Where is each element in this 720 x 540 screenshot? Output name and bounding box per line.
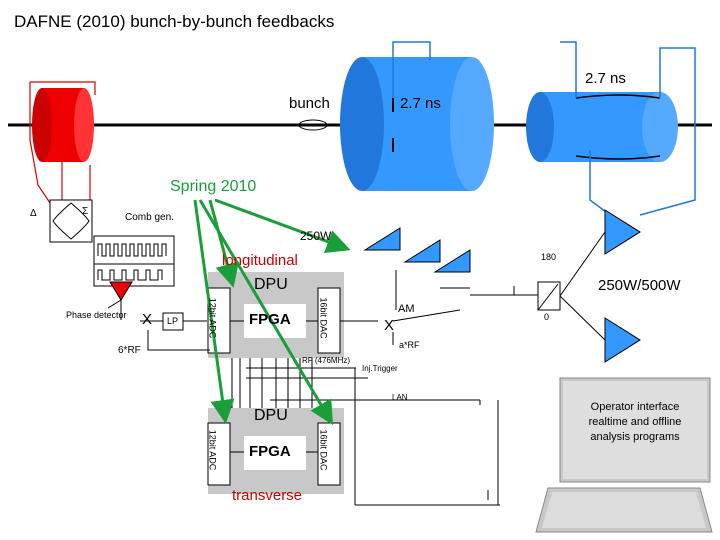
bunch-label: bunch xyxy=(289,95,330,112)
transverse-kicker xyxy=(526,92,678,162)
kicker-wire-top xyxy=(560,41,577,98)
phase-detector-label: Phase detector xyxy=(66,310,127,320)
dpu-bottom-dac: 16bit DAC xyxy=(318,429,329,471)
amp-blue-3 xyxy=(433,249,471,273)
amp-blue-5 xyxy=(604,317,641,363)
lan-label: LAN xyxy=(392,393,408,402)
dpu-bottom-adc: 12bit ADC xyxy=(207,429,218,471)
pickup-wire xyxy=(392,41,431,98)
page-title: DAFNE (2010) bunch-by-bunch feedbacks xyxy=(14,12,335,31)
operator-text: Operator interface realtime and offline … xyxy=(588,401,682,443)
dpu-bottom-title: DPU xyxy=(254,407,288,424)
operator-pc xyxy=(535,377,713,533)
dpu-top-adc: 12bit ADC xyxy=(207,297,218,339)
pickup-cylinder xyxy=(340,57,494,191)
comb-gen-label: Comb gen. xyxy=(125,212,174,223)
amp-blue-1 xyxy=(363,227,401,251)
mixer-right-label: X xyxy=(384,317,395,334)
inj-trigger-label: Inj.Trigger xyxy=(362,364,398,373)
sigma-label: Σ xyxy=(82,206,89,217)
amp-250w-500w-label: 250W/500W xyxy=(598,277,681,294)
lp-label: LP xyxy=(167,316,179,326)
dpu-top-title: DPU xyxy=(254,276,288,293)
amp-blue-2 xyxy=(403,239,441,263)
delta-label: Δ xyxy=(30,208,37,219)
lan-cable xyxy=(355,400,500,506)
mixer-left-label: X xyxy=(142,311,153,328)
kicker-wire-right xyxy=(639,47,696,216)
green-arrows xyxy=(193,198,351,426)
dpu-top-fpga: FPGA xyxy=(249,311,291,328)
transverse-label: transverse xyxy=(232,487,303,504)
spring-label: Spring 2010 xyxy=(170,178,257,195)
red-amplifier xyxy=(109,281,133,301)
arf-label: a*RF xyxy=(399,340,420,350)
amp-blue-4 xyxy=(604,209,641,255)
bunch-marker xyxy=(298,119,328,131)
phase-0-label: 0 xyxy=(544,312,550,322)
phase-180-label: 180 xyxy=(541,252,557,262)
comb-generator xyxy=(93,235,175,287)
spacing-right-label: 2.7 ns xyxy=(585,70,626,87)
hybrid-junction xyxy=(49,199,93,243)
longitudinal-kicker xyxy=(32,88,94,162)
am-label: AM xyxy=(398,303,415,315)
rf6-label: 6*RF xyxy=(118,345,141,356)
rf-freq-label: RF (476MHz) xyxy=(302,356,351,365)
spacing-left-label: 2.7 ns xyxy=(400,95,441,112)
dpu-top-dac: 16bit DAC xyxy=(318,297,329,339)
longitudinal-label: longitudinal xyxy=(222,252,298,269)
dpu-bottom-fpga: FPGA xyxy=(249,443,291,460)
amp-250w-label: 250W xyxy=(300,229,332,243)
